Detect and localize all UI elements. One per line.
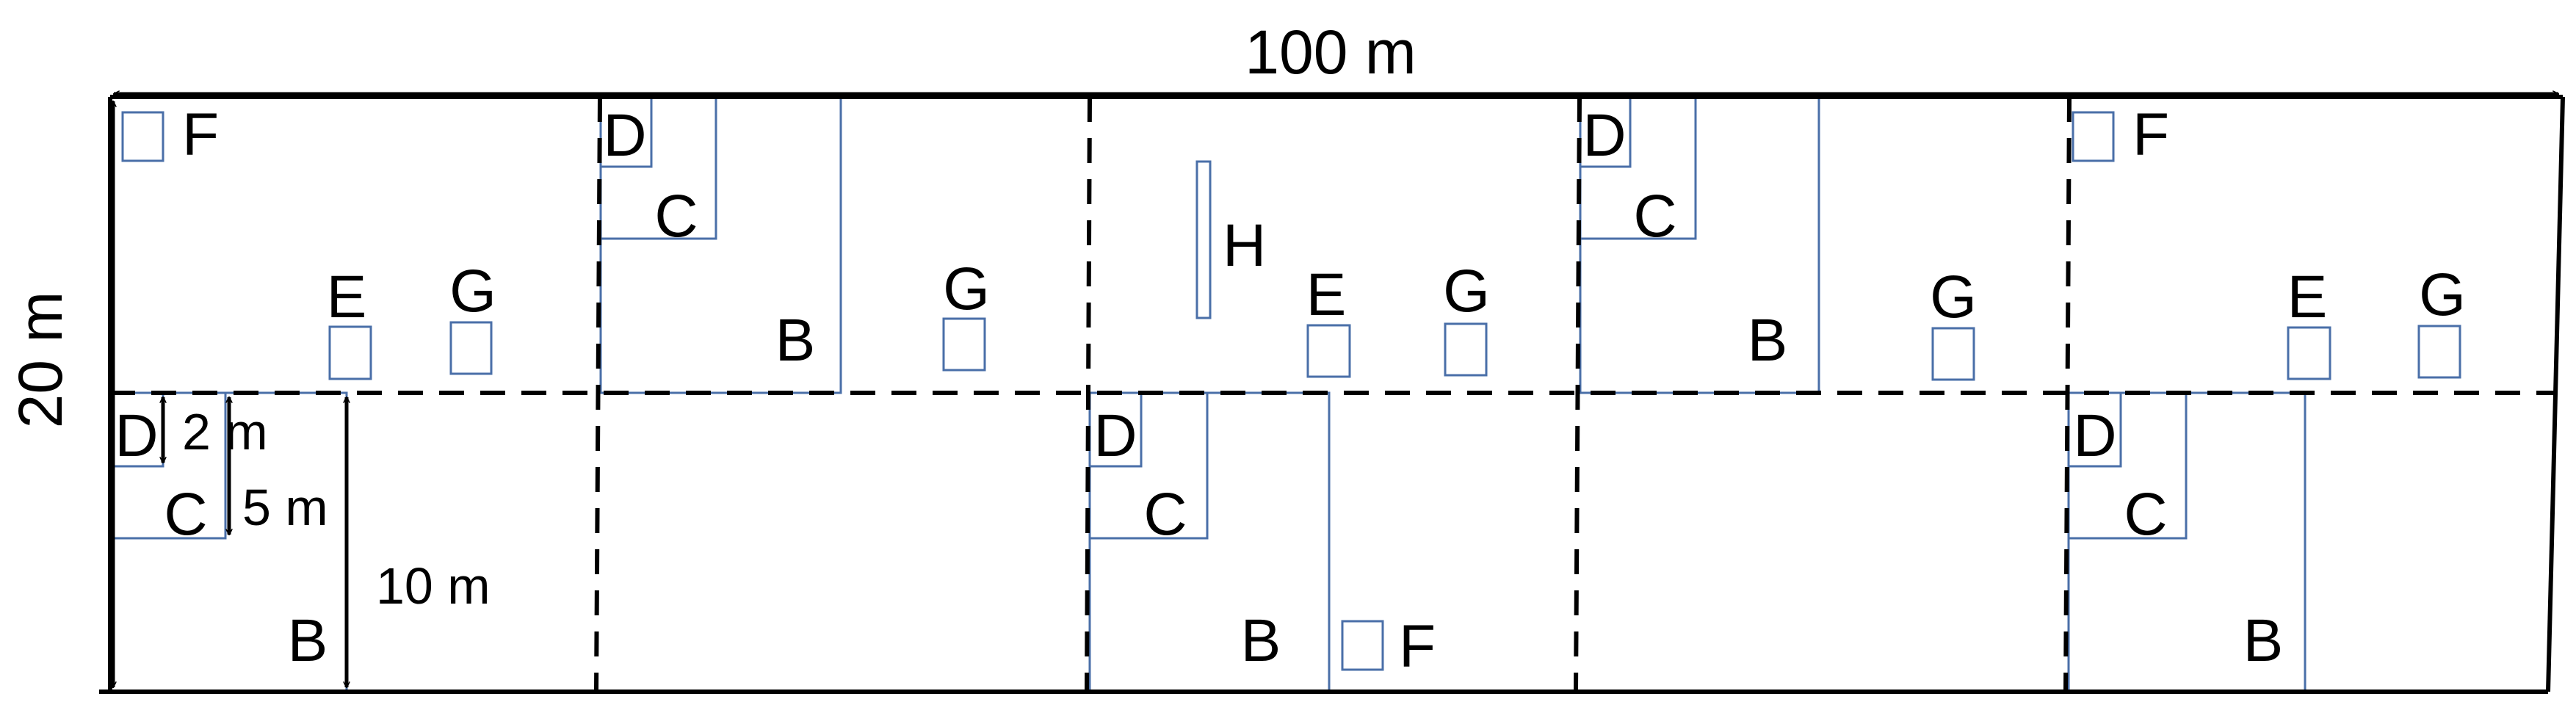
label-c-top-4: C: [1633, 183, 1676, 250]
label-c-bottom-3: C: [1143, 481, 1187, 548]
quadrat-e-1: [328, 325, 372, 380]
label-g-2: G: [943, 256, 990, 322]
label-c-bottom-5: C: [2124, 481, 2167, 548]
label-b-bottom-5: B: [2243, 607, 2284, 674]
label-f-2: F: [1399, 613, 1436, 680]
label-b-top-4: B: [1748, 307, 1788, 374]
c-size-label: 5 m: [242, 479, 328, 536]
label-e-3: E: [2287, 264, 2328, 330]
label-b-bottom-3: B: [1241, 607, 1281, 674]
label-h: H: [1223, 212, 1266, 279]
label-b-top-2: B: [775, 307, 816, 374]
label-g-1: G: [449, 258, 496, 325]
label-d-top-2: D: [603, 102, 646, 169]
section-line-4: [2063, 96, 2072, 692]
quadrat-g-4: [1931, 327, 1975, 381]
label-c-bottom-1: C: [164, 481, 207, 548]
d-size-label: 2 m: [182, 403, 268, 460]
quadrat-g-2: [942, 317, 986, 372]
label-d-bottom-3: D: [1093, 402, 1137, 469]
label-d-bottom-1: D: [115, 402, 158, 469]
quadrat-f-2: [1341, 620, 1384, 671]
quadrat-g-1: [449, 321, 493, 375]
section-lines: [110, 96, 2555, 692]
b-size-label: 10 m: [376, 557, 491, 615]
label-e-2: E: [1306, 261, 1347, 328]
label-c-top-2: C: [654, 183, 698, 250]
section-line-2: [1085, 96, 1092, 692]
label-g-3: G: [1443, 258, 1490, 325]
label-d-bottom-5: D: [2073, 402, 2116, 469]
label-f-1: F: [182, 101, 219, 168]
label-b-bottom-1: B: [288, 607, 328, 674]
label-g-5: G: [2419, 261, 2466, 328]
label-f-3: F: [2132, 101, 2169, 168]
section-line-1: [594, 96, 602, 692]
label-g-4: G: [1930, 264, 1977, 330]
quadrat-f-3: [2072, 111, 2115, 162]
section-line-3: [1574, 96, 1582, 692]
label-d-top-4: D: [1582, 102, 1626, 169]
quadrat-e-2: [1306, 324, 1351, 378]
quadrat-e-3: [2287, 326, 2331, 380]
height-label: 20 m: [6, 292, 75, 429]
quadrat-g-3: [1444, 322, 1488, 377]
quadrat-f-1: [121, 111, 164, 162]
quadrat-g-5: [2417, 325, 2461, 379]
transect-h: [1195, 160, 1212, 319]
width-label: 100 m: [1245, 18, 1416, 87]
dimension-arrows: [113, 94, 2558, 687]
label-e-1: E: [327, 264, 367, 330]
